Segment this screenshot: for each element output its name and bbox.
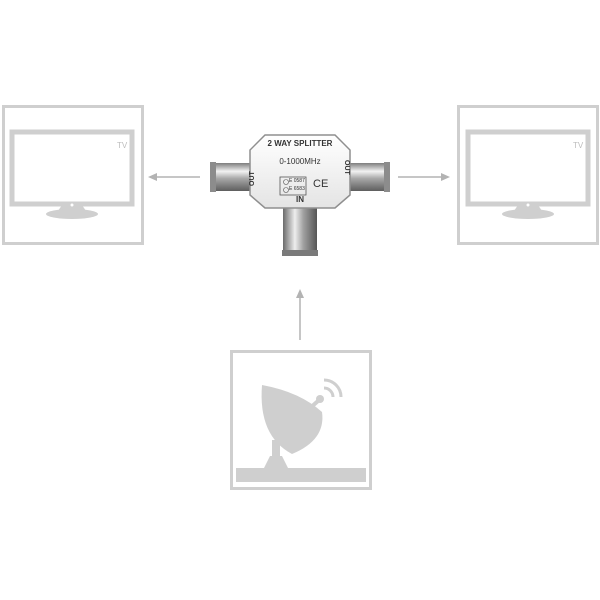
arrow-to-right-tv [398,173,450,181]
splitter-connector-right [348,162,390,192]
tv-left-label: TV [117,141,128,150]
splitter-connector-left [210,162,252,192]
arrow-up-to-splitter [296,289,304,340]
splitter-frequency: 0-1000MHz [279,157,321,166]
approval-icon [283,179,289,185]
approval-icon-2 [283,187,289,193]
splitter-title: 2 WAY SPLITTER [267,139,333,148]
satellite-box [230,350,372,490]
tv-left-box: TV [2,105,144,245]
tv-right-icon [465,129,591,219]
splitter-out-left-label: OUT [249,171,256,186]
ce-mark: CE [313,178,329,190]
tv-left-icon [9,129,135,219]
splitter-code-bottom: E 6583 [289,186,305,192]
splitter-code-top: E 0587 [289,178,305,184]
tv-right-box: TV [457,105,599,245]
splitter-in-label: IN [296,195,304,204]
splitter-out-right-label: OUT [343,160,350,175]
splitter-connector-in [282,205,318,256]
splitter-body [249,134,351,209]
satellite-dish-icon [236,385,366,482]
arrow-to-left-tv [148,173,200,181]
splitter-label-box [279,176,307,196]
signal-waves-icon [323,378,343,398]
tv-right-label: TV [573,141,584,150]
